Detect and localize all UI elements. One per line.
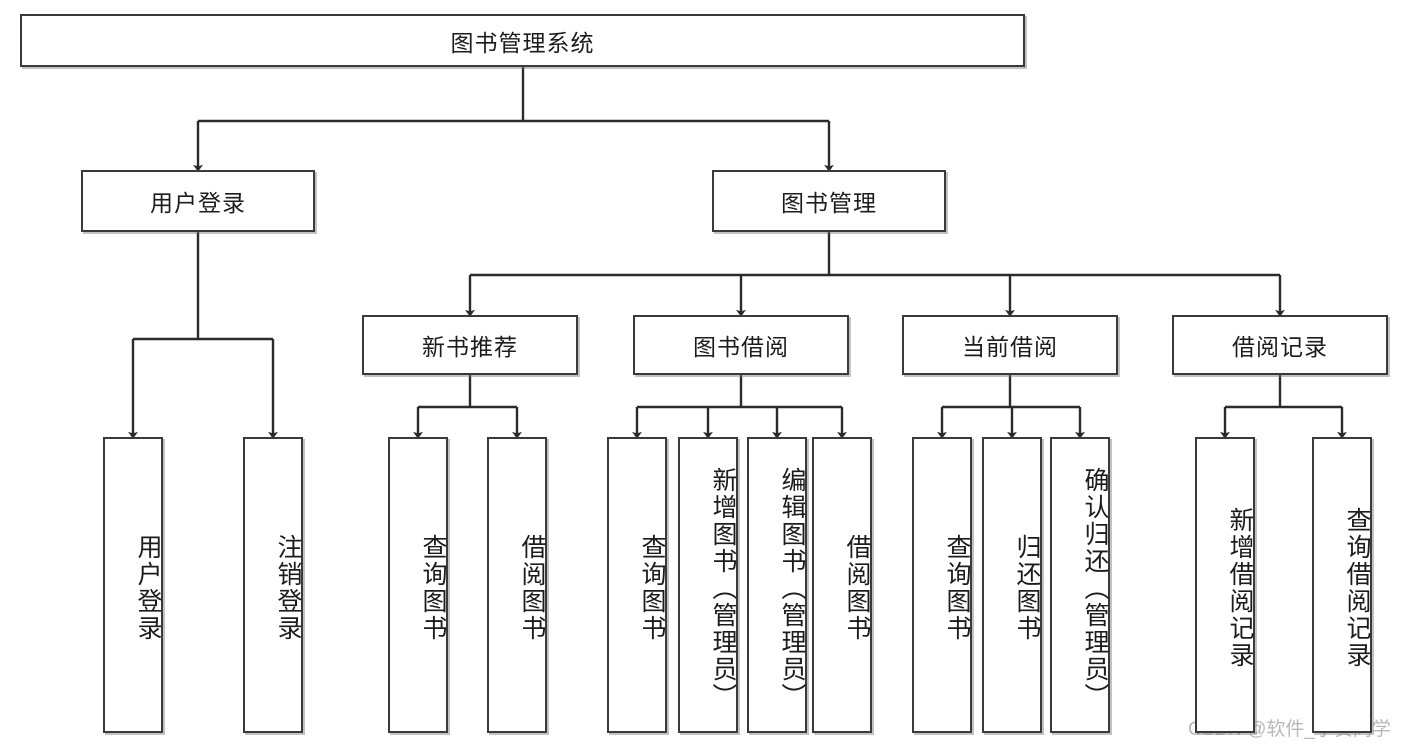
node-leaf-borrow-book-2[interactable]: 借阅图书 — [812, 437, 872, 733]
node-label: 借阅图书 — [843, 534, 871, 642]
node-user-login[interactable]: 用户登录 — [81, 170, 315, 232]
node-leaf-borrow-book-1[interactable]: 借阅图书 — [487, 437, 547, 733]
node-label: 查询图书 — [943, 534, 971, 642]
node-label: 借阅图书 — [518, 534, 546, 642]
node-label: 查询图书 — [638, 534, 666, 642]
node-label: 查询借阅记录 — [1343, 507, 1371, 669]
node-label: 确认归还（管理员） — [1081, 466, 1109, 710]
node-label: 新增图书（管理员） — [709, 466, 737, 710]
node-leaf-edit-book[interactable]: 编辑图书（管理员） — [747, 437, 807, 733]
node-book-manage[interactable]: 图书管理 — [712, 170, 946, 232]
node-label: 新增借阅记录 — [1226, 507, 1254, 669]
node-label: 归还图书 — [1013, 534, 1041, 642]
node-leaf-user-login[interactable]: 用户登录 — [103, 437, 163, 733]
node-current-borrow[interactable]: 当前借阅 — [902, 315, 1118, 375]
node-label: 编辑图书（管理员） — [778, 466, 806, 710]
node-leaf-logout[interactable]: 注销登录 — [243, 437, 303, 733]
node-leaf-query-record[interactable]: 查询借阅记录 — [1312, 437, 1372, 733]
node-borrow-record[interactable]: 借阅记录 — [1172, 315, 1388, 375]
node-root[interactable]: 图书管理系统 — [20, 14, 1025, 67]
node-leaf-add-record[interactable]: 新增借阅记录 — [1195, 437, 1255, 733]
node-leaf-query-book-1[interactable]: 查询图书 — [388, 437, 448, 733]
node-label: 查询图书 — [419, 534, 447, 642]
node-leaf-add-book[interactable]: 新增图书（管理员） — [678, 437, 738, 733]
node-new-book-rec[interactable]: 新书推荐 — [362, 315, 578, 375]
node-label: 注销登录 — [274, 534, 302, 642]
node-leaf-return-book[interactable]: 归还图书 — [982, 437, 1042, 733]
node-label: 用户登录 — [134, 534, 162, 642]
node-leaf-query-book-2[interactable]: 查询图书 — [607, 437, 667, 733]
node-leaf-query-book-3[interactable]: 查询图书 — [912, 437, 972, 733]
node-book-borrow[interactable]: 图书借阅 — [633, 315, 849, 375]
node-leaf-confirm-return[interactable]: 确认归还（管理员） — [1050, 437, 1110, 733]
